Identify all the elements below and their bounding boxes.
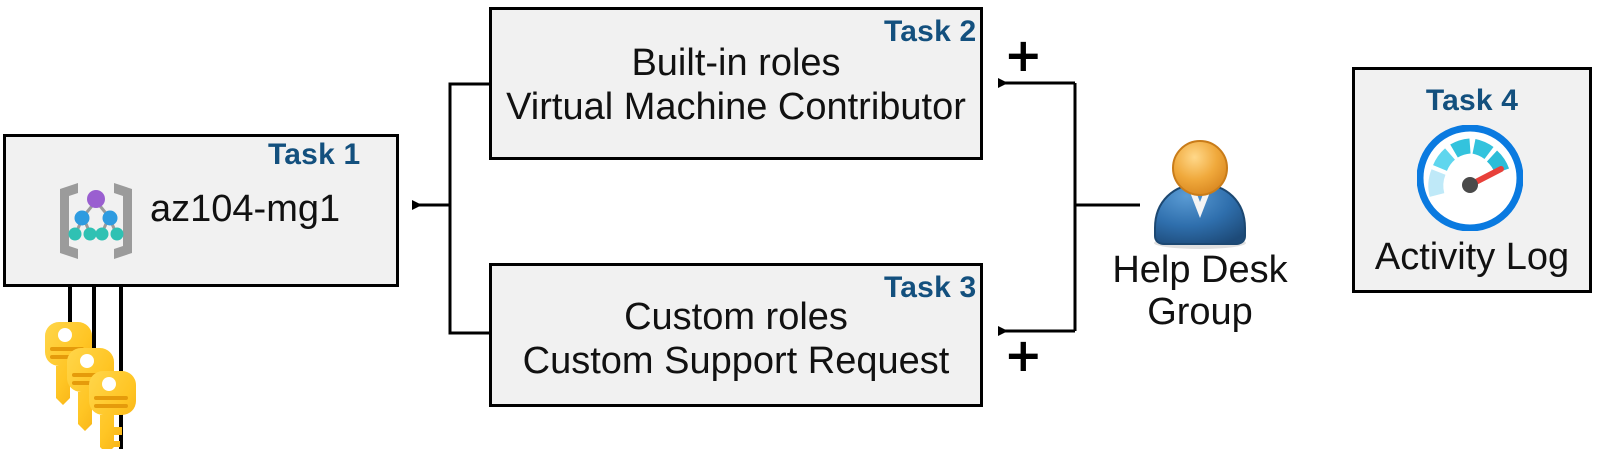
task-2-line-1: Built-in roles [631,42,841,84]
task-4-label: Task 4 [1425,84,1519,117]
task-2-label: Task 2 [884,15,977,48]
task-3-line-2: Custom Support Request [522,340,950,382]
task-4-text: Activity Log [1374,236,1570,278]
person-label-line-2: Group [1147,291,1253,333]
task-1-label: Task 1 [268,138,361,171]
keys-icon [34,310,154,449]
task-1-text: az104-mg1 [150,188,341,230]
user-group-icon [1135,140,1265,250]
plus-top: + [1004,28,1043,82]
person-label-line-1: Help Desk [1112,249,1288,291]
task-3-label: Task 3 [884,271,977,304]
task-1-box[interactable] [3,134,399,287]
task-3-box[interactable] [489,263,983,407]
activity-log-gauge-icon [1416,124,1524,232]
task-2-line-2: Virtual Machine Contributor [506,86,966,128]
management-group-icon [50,175,142,267]
plus-bottom: + [1004,328,1043,382]
connector-roles-to-mg [412,82,489,335]
task-2-box[interactable] [489,7,983,160]
task-3-line-1: Custom roles [624,296,848,338]
